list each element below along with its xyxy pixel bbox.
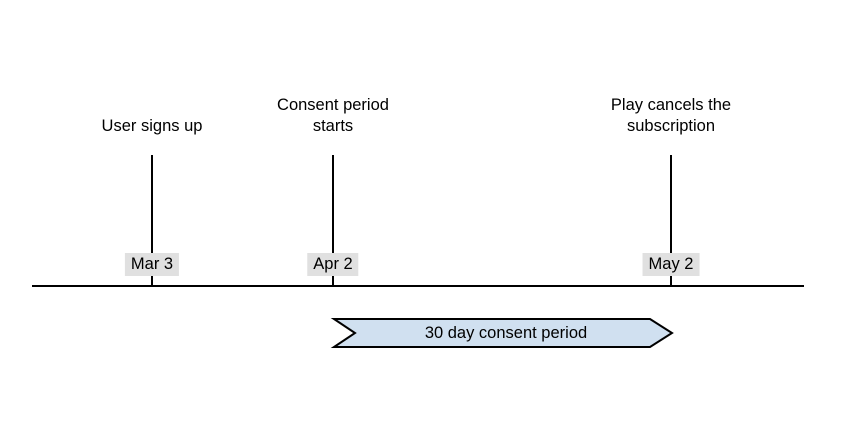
milestone-caption-line: User signs up: [101, 117, 203, 135]
milestone-tick-user-signs-up: [151, 155, 153, 285]
consent-period-banner: 30 day consent period: [330, 318, 674, 348]
milestone-date-chip-user-signs-up: Mar 3: [124, 253, 180, 276]
milestone-caption-line: subscription: [626, 117, 716, 135]
banner-chevron-polygon: [330, 318, 674, 348]
milestone-caption-line: starts: [312, 117, 354, 135]
milestone-caption-user-signs-up: User signs up: [102, 116, 203, 137]
milestone-tick-play-cancels-subscription: [670, 155, 672, 285]
milestone-caption-line: Play cancels the: [610, 96, 732, 114]
consent-period-label: 30 day consent period: [424, 324, 588, 342]
milestone-caption-line: Consent period: [277, 96, 389, 114]
milestone-date-chip-play-cancels-subscription: May 2: [642, 253, 700, 276]
milestone-date-chip-consent-period-starts: Apr 2: [307, 253, 359, 276]
timeline-axis-line: [32, 285, 804, 287]
milestone-caption-consent-period-starts: Consent period starts: [277, 95, 389, 137]
banner-chevron-shape: [330, 318, 674, 348]
milestone-caption-play-cancels-subscription: Play cancels the subscription: [611, 95, 731, 137]
milestone-tick-consent-period-starts: [332, 155, 334, 285]
